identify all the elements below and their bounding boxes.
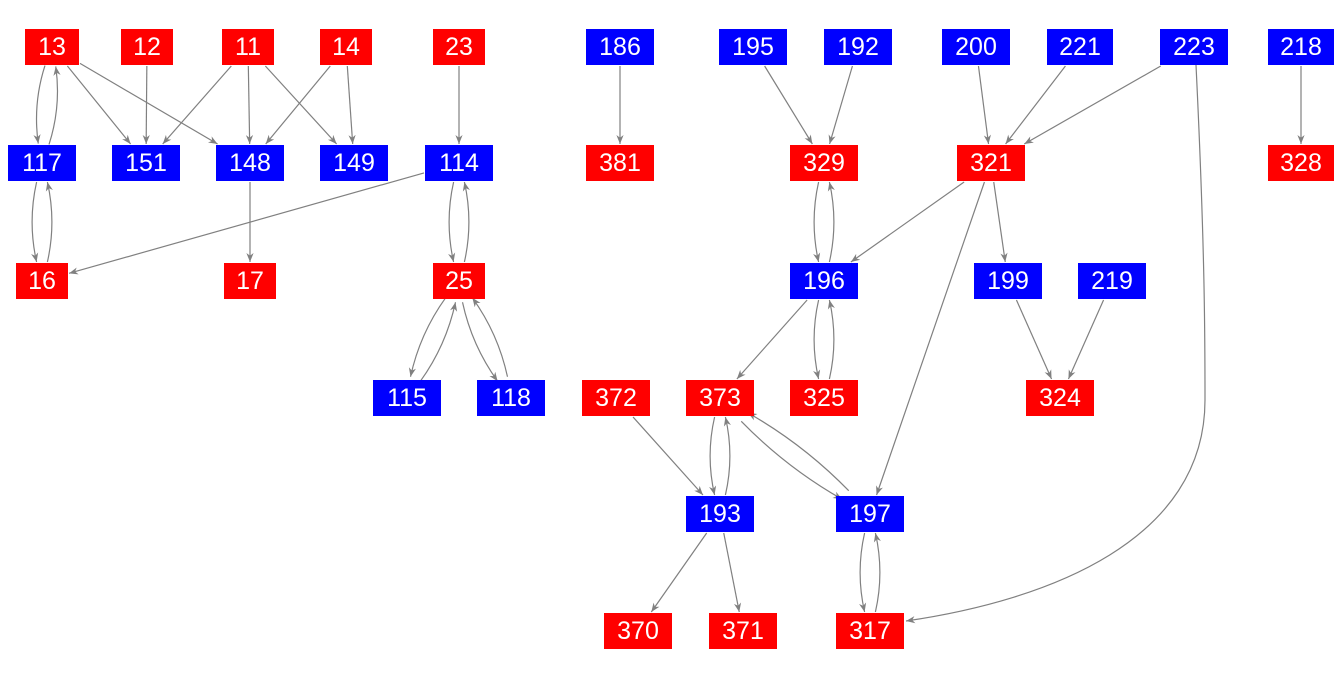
node-218[interactable]: 218	[1268, 29, 1334, 65]
node-370[interactable]: 370	[604, 613, 672, 649]
node-317[interactable]: 317	[836, 613, 904, 649]
node-196[interactable]: 196	[790, 263, 858, 299]
node-328[interactable]: 328	[1268, 145, 1334, 181]
edge-195-to-329	[764, 65, 813, 145]
node-149[interactable]: 149	[320, 145, 388, 181]
edge-193-to-371	[723, 532, 742, 613]
node-14[interactable]: 14	[320, 29, 372, 65]
node-12[interactable]: 12	[121, 29, 173, 65]
edge-25-to-115	[408, 297, 447, 377]
edge-200-to-321	[977, 65, 991, 145]
node-325[interactable]: 325	[790, 380, 858, 416]
edge-219-to-324	[1067, 299, 1105, 380]
edge-13-to-148	[79, 62, 218, 145]
edge-325-to-196	[827, 299, 835, 380]
node-186[interactable]: 186	[586, 29, 654, 65]
edge-12-to-151	[142, 65, 150, 145]
edge-196-to-329	[827, 181, 835, 263]
node-118[interactable]: 118	[477, 380, 545, 416]
node-114[interactable]: 114	[425, 145, 493, 181]
node-373[interactable]: 373	[686, 380, 754, 416]
node-221[interactable]: 221	[1047, 29, 1113, 65]
node-200[interactable]: 200	[942, 29, 1010, 65]
node-372[interactable]: 372	[582, 380, 650, 416]
node-219[interactable]: 219	[1078, 263, 1146, 299]
edge-13-to-151	[66, 65, 132, 145]
edge-329-to-196	[813, 181, 821, 263]
edge-197-to-317	[859, 532, 867, 613]
edge-14-to-148	[265, 65, 331, 145]
node-199[interactable]: 199	[974, 263, 1042, 299]
edge-321-to-197	[875, 181, 986, 496]
edge-317-to-197	[873, 532, 881, 613]
node-381[interactable]: 381	[586, 145, 654, 181]
node-192[interactable]: 192	[824, 29, 892, 65]
node-195[interactable]: 195	[719, 29, 787, 65]
edge-221-to-321	[1005, 65, 1066, 145]
edge-114-to-25	[448, 181, 456, 263]
node-16[interactable]: 16	[16, 263, 68, 299]
edge-118-to-25	[471, 297, 509, 377]
edge-223-to-317	[905, 64, 1206, 624]
node-117[interactable]: 117	[8, 145, 76, 181]
node-17[interactable]: 17	[224, 263, 276, 299]
node-11[interactable]: 11	[222, 29, 274, 65]
node-193[interactable]: 193	[686, 496, 754, 532]
edge-11-to-151	[162, 65, 232, 145]
edge-321-to-199	[993, 181, 1008, 263]
edge-114-to-16	[68, 172, 425, 275]
node-23[interactable]: 23	[433, 29, 485, 65]
node-115[interactable]: 115	[373, 380, 441, 416]
edge-11-to-149	[264, 65, 338, 145]
node-371[interactable]: 371	[709, 613, 777, 649]
edge-373-to-193	[709, 416, 717, 496]
node-151[interactable]: 151	[112, 145, 180, 181]
edge-372-to-193	[632, 416, 704, 496]
edge-223-to-321	[1023, 65, 1162, 145]
edge-14-to-149	[346, 65, 356, 145]
edge-321-to-196	[850, 181, 965, 263]
node-148[interactable]: 148	[216, 145, 284, 181]
edge-25-to-118	[461, 302, 499, 382]
edge-16-to-117	[45, 181, 53, 263]
edge-193-to-373	[723, 416, 731, 496]
edge-117-to-16	[31, 181, 39, 263]
node-25[interactable]: 25	[433, 263, 485, 299]
node-329[interactable]: 329	[790, 145, 858, 181]
edge-192-to-329	[828, 65, 854, 145]
edge-115-to-25	[419, 302, 458, 382]
node-223[interactable]: 223	[1160, 29, 1228, 65]
edge-196-to-325	[813, 299, 821, 380]
edge-193-to-370	[650, 532, 708, 613]
edge-11-to-148	[245, 65, 254, 145]
node-321[interactable]: 321	[957, 145, 1025, 181]
node-324[interactable]: 324	[1026, 380, 1094, 416]
edge-13-to-117	[33, 65, 46, 144]
edge-199-to-324	[1015, 299, 1053, 380]
edge-196-to-373	[736, 299, 808, 380]
edge-25-to-114	[462, 181, 470, 263]
node-197[interactable]: 197	[836, 496, 904, 532]
edge-117-to-13	[48, 66, 61, 145]
node-13[interactable]: 13	[25, 29, 79, 65]
edge-373-to-197	[740, 420, 843, 500]
edge-197-to-373	[747, 412, 850, 492]
